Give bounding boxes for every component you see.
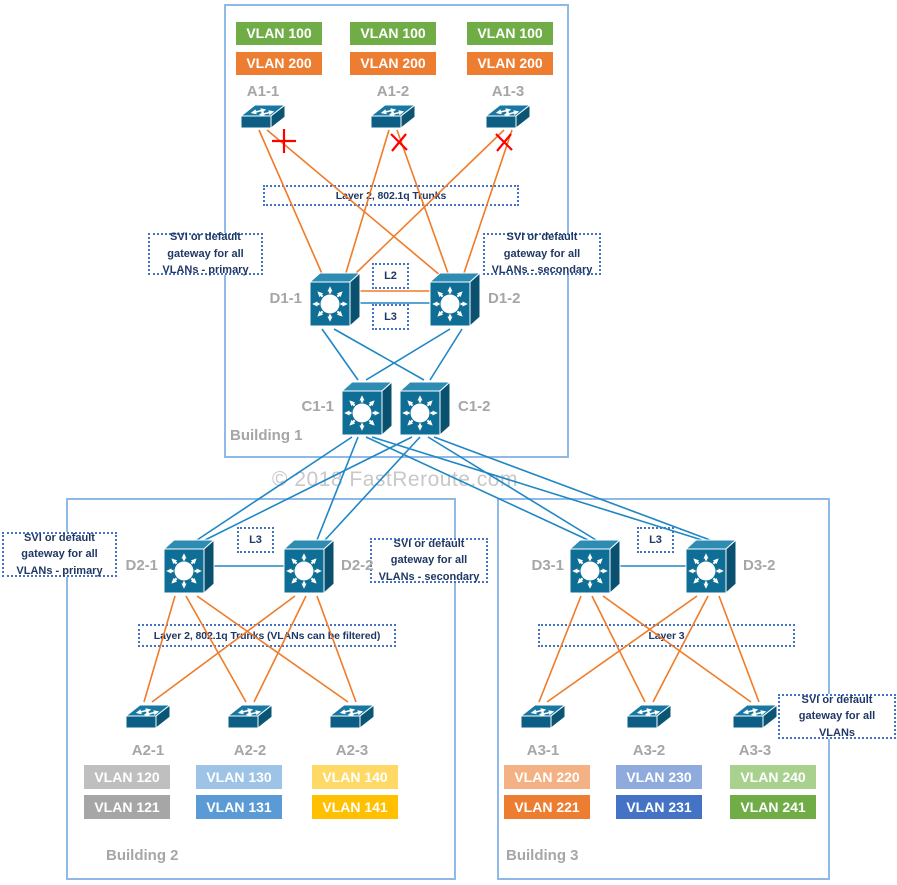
access-switch-icon-a2-2 (228, 705, 272, 728)
vlan-chip: VLAN 100 (467, 22, 553, 45)
vlan-chip: VLAN 200 (350, 52, 436, 75)
b2-dist-access-links (143, 595, 357, 703)
access-switch-icon-a3-3 (733, 705, 777, 728)
b2-link-label-l3: L3 (237, 527, 274, 553)
b2-svi-secondary-annotation: SVI or default gateway for all VLANs - s… (370, 538, 488, 583)
b1-dist-core-links (321, 328, 463, 381)
access-switch-icon-a1-2 (371, 105, 415, 128)
b3-layer3-text: Layer 3 (648, 629, 685, 642)
vlan-chip: VLAN 241 (730, 795, 816, 819)
b1-link-label-l2: L2 (372, 263, 409, 289)
b3-layer3-zone-label: Layer 3 (538, 624, 795, 647)
vlan-chip: VLAN 221 (504, 795, 590, 819)
building1-box (224, 4, 569, 458)
b1-link-label-l3: L3 (372, 304, 409, 330)
multilayer-switch-icon-c1-2 (400, 382, 450, 435)
vlan-chip: VLAN 100 (350, 22, 436, 45)
access-switch-icon-a2-1 (126, 705, 170, 728)
switch-label-d3-2: D3-2 (743, 557, 776, 574)
b1-l2-text: L2 (384, 270, 397, 282)
multilayer-switch-icon-d3-1 (570, 540, 620, 593)
vlan-chip: VLAN 131 (196, 795, 282, 819)
vlan-chip: VLAN 230 (616, 765, 702, 789)
vlan-chip: VLAN 240 (730, 765, 816, 789)
switch-label-a1-2: A1-2 (376, 83, 410, 100)
b1-svi-primary-annotation: SVI or default gateway for all VLANs - p… (148, 231, 263, 276)
access-switch-icon-a1-3 (486, 105, 530, 128)
switch-label-a1-1: A1-1 (246, 83, 280, 100)
switch-label-d1-1: D1-1 (269, 290, 302, 307)
vlan-chip: VLAN 200 (467, 52, 553, 75)
access-switch-icon-a3-1 (521, 705, 565, 728)
multilayer-switch-icon-d1-2 (430, 273, 480, 326)
switch-label-c1-1: C1-1 (301, 398, 334, 415)
b2-svi-primary-text: SVI or default gateway for all VLANs - p… (16, 531, 103, 577)
b3-svi-all-annotation: SVI or default gateway for all VLANs (778, 694, 896, 739)
multilayer-switch-icon-d2-2 (284, 540, 334, 593)
multilayer-switch-icon-d3-2 (686, 540, 736, 593)
switch-label-c1-2: C1-2 (458, 398, 491, 415)
blocked-link-marker-a1-1 (272, 129, 296, 153)
b3-l3-text: L3 (649, 534, 662, 546)
b3-svi-all-text: SVI or default gateway for all VLANs (798, 693, 876, 739)
blocked-link-markers (272, 129, 513, 153)
vlan-chip: VLAN 121 (84, 795, 170, 819)
vlan-chip: VLAN 220 (504, 765, 590, 789)
vlan-chip: VLAN 200 (236, 52, 322, 75)
building2-box (66, 498, 456, 880)
vlan-chip: VLAN 231 (616, 795, 702, 819)
switch-label-a1-3: A1-3 (491, 83, 525, 100)
b1-svi-primary-text: SVI or default gateway for all VLANs - p… (162, 231, 249, 277)
vlan-chip: VLAN 141 (312, 795, 398, 819)
switch-label-a3-2: A3-2 (632, 742, 666, 759)
building3-label: Building 3 (506, 847, 579, 864)
switch-label-d3-1: D3-1 (531, 557, 564, 574)
building2-label: Building 2 (106, 847, 179, 864)
multilayer-switch-icon-d2-1 (164, 540, 214, 593)
vlan-chip: VLAN 120 (84, 765, 170, 789)
switch-label-a2-3: A2-3 (335, 742, 369, 759)
switch-label-a3-3: A3-3 (738, 742, 772, 759)
b3-dist-access-links (538, 595, 760, 703)
b1-svi-secondary-text: SVI or default gateway for all VLANs - s… (491, 231, 593, 277)
watermark: © 2018 FastReroute.com (272, 468, 518, 491)
vlan-chip: VLAN 140 (312, 765, 398, 789)
switch-label-d2-1: D2-1 (125, 557, 158, 574)
b2-svi-secondary-text: SVI or default gateway for all VLANs - s… (378, 537, 480, 583)
b1-l3-text: L3 (384, 311, 397, 323)
b2-l3-text: L3 (249, 534, 262, 546)
switch-label-a3-1: A3-1 (526, 742, 560, 759)
switch-label-a2-2: A2-2 (233, 742, 267, 759)
multilayer-switch-icon-d1-1 (310, 273, 360, 326)
blocked-link-marker-a1-2 (390, 133, 408, 152)
b2-svi-primary-annotation: SVI or default gateway for all VLANs - p… (2, 532, 117, 577)
multilayer-switch-icon-c1-1 (342, 382, 392, 435)
b1-access-dist-links (258, 129, 513, 277)
switch-label-d1-2: D1-2 (488, 290, 521, 307)
blocked-link-marker-a1-3 (495, 133, 513, 152)
access-switch-icon-a1-1 (241, 105, 285, 128)
switch-label-d2-2: D2-2 (341, 557, 374, 574)
vlan-chip: VLAN 100 (236, 22, 322, 45)
b3-link-label-l3: L3 (637, 527, 674, 553)
switch-label-a2-1: A2-1 (131, 742, 165, 759)
access-switch-icon-a3-2 (627, 705, 671, 728)
building3-box (497, 498, 830, 880)
building1-label: Building 1 (230, 427, 303, 444)
core-to-buildings-links (196, 436, 711, 541)
access-switch-icon-a2-3 (330, 705, 374, 728)
vlan-chip: VLAN 130 (196, 765, 282, 789)
b1-svi-secondary-annotation: SVI or default gateway for all VLANs - s… (483, 231, 601, 276)
